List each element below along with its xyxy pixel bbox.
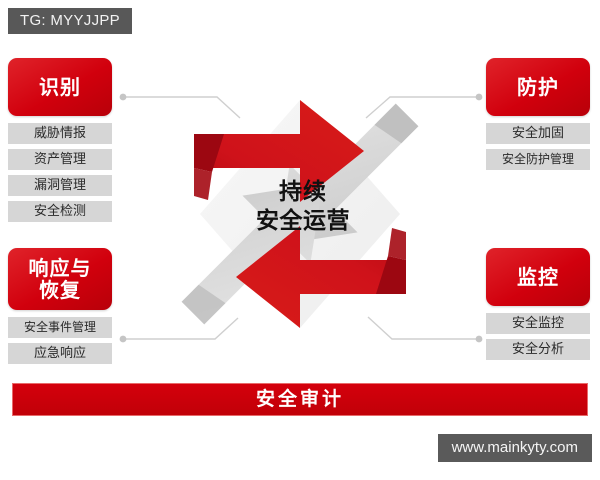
list-item[interactable]: 应急响应 <box>8 343 112 364</box>
protect-item-list: 安全加固 安全防护管理 <box>486 123 590 170</box>
category-protect-box[interactable]: 防护 <box>486 58 590 116</box>
list-item[interactable]: 威胁情报 <box>8 123 112 144</box>
center-label-line1: 持续 <box>279 179 327 205</box>
red-arrow-bottom <box>236 226 406 328</box>
group-protect[interactable]: 防护 安全加固 安全防护管理 <box>486 58 590 175</box>
list-item[interactable]: 安全加固 <box>486 123 590 144</box>
list-item[interactable]: 安全分析 <box>486 339 590 360</box>
tg-tag: TG: MYYJJPP <box>8 8 132 34</box>
audit-banner[interactable]: 安全审计 <box>12 383 588 416</box>
identify-item-list: 威胁情报 资产管理 漏洞管理 安全检测 <box>8 123 112 222</box>
category-protect-title: 防护 <box>517 74 559 99</box>
cycle-arrow-diagram <box>181 100 419 328</box>
category-identify-box[interactable]: 识别 <box>8 58 112 116</box>
group-identify[interactable]: 识别 威胁情报 资产管理 漏洞管理 安全检测 <box>8 58 112 227</box>
group-respond[interactable]: 响应与 恢复 安全事件管理 应急响应 <box>8 248 112 369</box>
category-respond-title-line1: 响应与 <box>28 255 92 280</box>
category-monitor-title: 监控 <box>517 264 559 289</box>
red-arrow-top <box>194 100 364 202</box>
list-item[interactable]: 安全防护管理 <box>486 149 590 170</box>
category-respond-box[interactable]: 响应与 恢复 <box>8 248 112 310</box>
center-label: 持续 安全运营 <box>228 178 378 237</box>
group-monitor[interactable]: 监控 安全监控 安全分析 <box>486 248 590 365</box>
center-label-line2: 安全运营 <box>256 208 350 235</box>
list-item[interactable]: 安全监控 <box>486 313 590 334</box>
list-item[interactable]: 漏洞管理 <box>8 175 112 196</box>
gray-arrow-left <box>181 182 324 325</box>
list-item[interactable]: 资产管理 <box>8 149 112 170</box>
respond-item-list: 安全事件管理 应急响应 <box>8 317 112 364</box>
category-respond-title-line2: 恢复 <box>39 278 81 302</box>
monitor-item-list: 安全监控 安全分析 <box>486 313 590 360</box>
list-item[interactable]: 安全检测 <box>8 201 112 222</box>
category-monitor-box[interactable]: 监控 <box>486 248 590 306</box>
list-item[interactable]: 安全事件管理 <box>8 317 112 338</box>
category-identify-title: 识别 <box>39 74 81 99</box>
watermark: www.mainkyty.com <box>437 434 592 462</box>
